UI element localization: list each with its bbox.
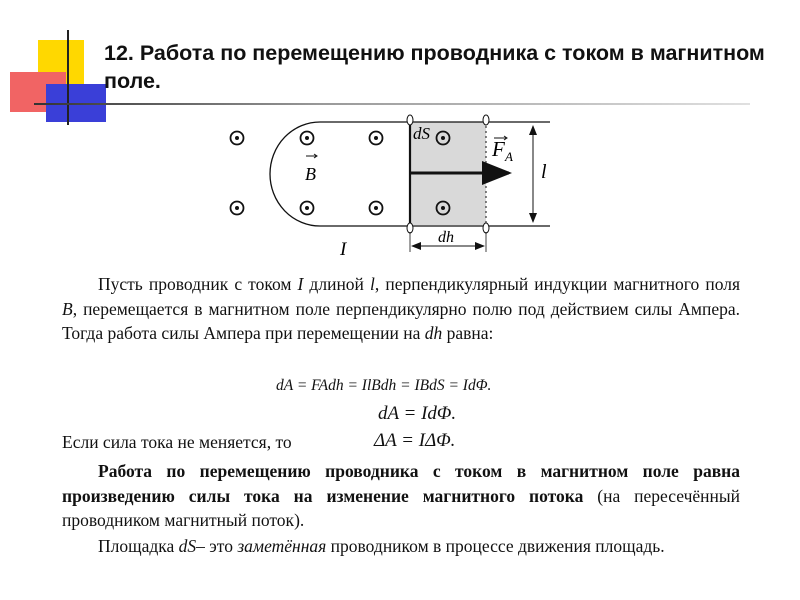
- paragraph-conclusion: Работа по перемещению проводника с током…: [62, 461, 740, 530]
- field-dot-icon: [229, 130, 451, 216]
- slide-title: 12. Работа по перемещению проводника с т…: [104, 41, 765, 93]
- label-dh: dh: [438, 229, 454, 246]
- conductor-diagram: dS F A l B I dh: [229, 114, 550, 260]
- paragraph-intro: Пусть проводник с током I длиной l, перп…: [62, 274, 740, 343]
- label-dS: dS: [413, 124, 431, 143]
- label-FA: F: [491, 137, 505, 161]
- formula-work-element: dA = IdΦ.: [378, 403, 457, 424]
- formula-work-total: ΔA = IΔΦ.: [374, 430, 456, 451]
- label-I: I: [339, 239, 348, 260]
- deco-horizontal-line: [34, 103, 750, 105]
- deco-vertical-line: [67, 30, 69, 125]
- line-constant-current: Если сила тока не меняется, то: [62, 432, 292, 452]
- label-FA-sub: A: [504, 149, 513, 164]
- label-B: B: [305, 164, 316, 184]
- rails: [269, 121, 550, 227]
- label-l: l: [541, 161, 547, 183]
- formula-work-derivation: dA = FAdh = IlBdh = IBdS = IdΦ.: [276, 377, 492, 394]
- paragraph-area: Площадка dS– это заметённая проводником …: [98, 536, 665, 556]
